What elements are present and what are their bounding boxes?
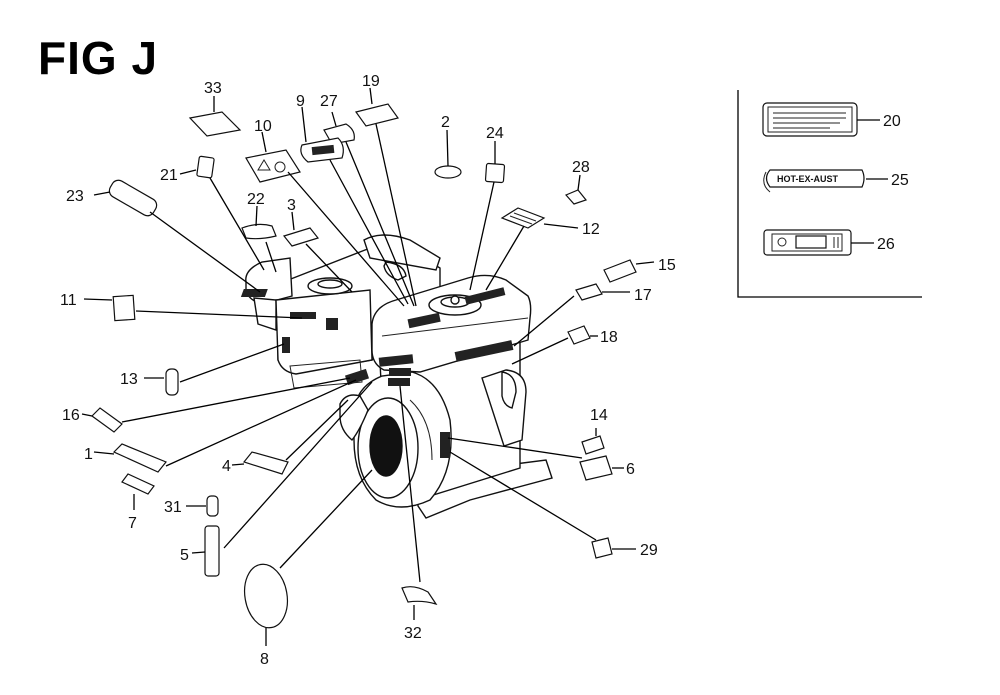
callout-7: 7 [128,515,137,532]
part-32 [401,586,438,606]
part-19 [354,103,400,127]
part-26-id-plate [763,229,874,256]
part-10 [245,149,301,183]
callout-33: 33 [204,80,222,97]
callout-29: 29 [640,542,658,559]
callout-20: 20 [883,113,901,130]
callout-5: 5 [180,547,189,564]
callout-24: 24 [486,125,504,142]
part-2 [434,165,462,179]
callout-2: 2 [441,114,450,131]
part-7 [121,473,155,495]
callout-1: 1 [84,446,93,463]
callout-6: 6 [626,461,635,478]
callout-19: 19 [362,73,380,90]
part-6 [579,455,613,481]
callout-23: 23 [66,188,84,205]
part-21 [196,155,215,179]
callout-11: 11 [60,292,77,309]
callout-numbers: 33 19 27 9 10 21 23 22 3 2 24 28 12 15 1… [60,73,909,668]
part-12 [500,207,546,229]
callout-4: 4 [222,458,231,475]
callout-31: 31 [164,499,182,516]
part-24 [484,162,506,184]
callout-13: 13 [120,371,138,388]
callout-14: 14 [590,407,608,424]
callout-16: 16 [62,407,80,424]
leader-lines [81,87,655,646]
callout-10: 10 [254,118,272,135]
part-3 [282,227,320,247]
part-31 [206,495,219,517]
engine-right [339,274,553,519]
hot-exhaust-text: HOT-EX-AUST [777,174,839,184]
callout-17: 17 [634,287,652,304]
inset-border [737,90,922,298]
callout-3: 3 [287,197,296,214]
inset-panel: HOT-EX-AUST [737,90,922,298]
callout-26: 26 [877,236,895,253]
callout-22: 22 [247,191,265,208]
part-22 [241,223,277,240]
part-33 [188,111,242,137]
callout-21: 21 [160,167,178,184]
part-28 [564,189,588,205]
loose-decals [91,103,637,629]
part-5 [204,525,220,577]
callout-28: 28 [572,159,590,176]
part-15 [603,259,637,283]
part-23 [108,179,158,217]
callout-15: 15 [658,257,676,274]
callout-9: 9 [296,93,305,110]
part-14 [581,435,605,455]
part-16 [91,407,123,433]
part-8 [243,563,289,629]
callout-32: 32 [404,625,422,642]
callout-18: 18 [600,329,618,346]
callout-27: 27 [320,93,338,110]
part-20-warning-label [762,102,880,137]
callout-25: 25 [891,172,909,189]
callout-12: 12 [582,221,600,238]
part-13 [165,368,179,396]
part-29 [591,537,613,559]
part-17 [575,283,603,301]
figure-title: FIG J [38,32,159,84]
part-18 [567,325,591,345]
part-11 [112,294,136,322]
part-1 [112,443,167,473]
callout-8: 8 [260,651,269,668]
part-4 [242,451,289,475]
part-25-hot-exhaust-label: HOT-EX-AUST [763,169,888,193]
